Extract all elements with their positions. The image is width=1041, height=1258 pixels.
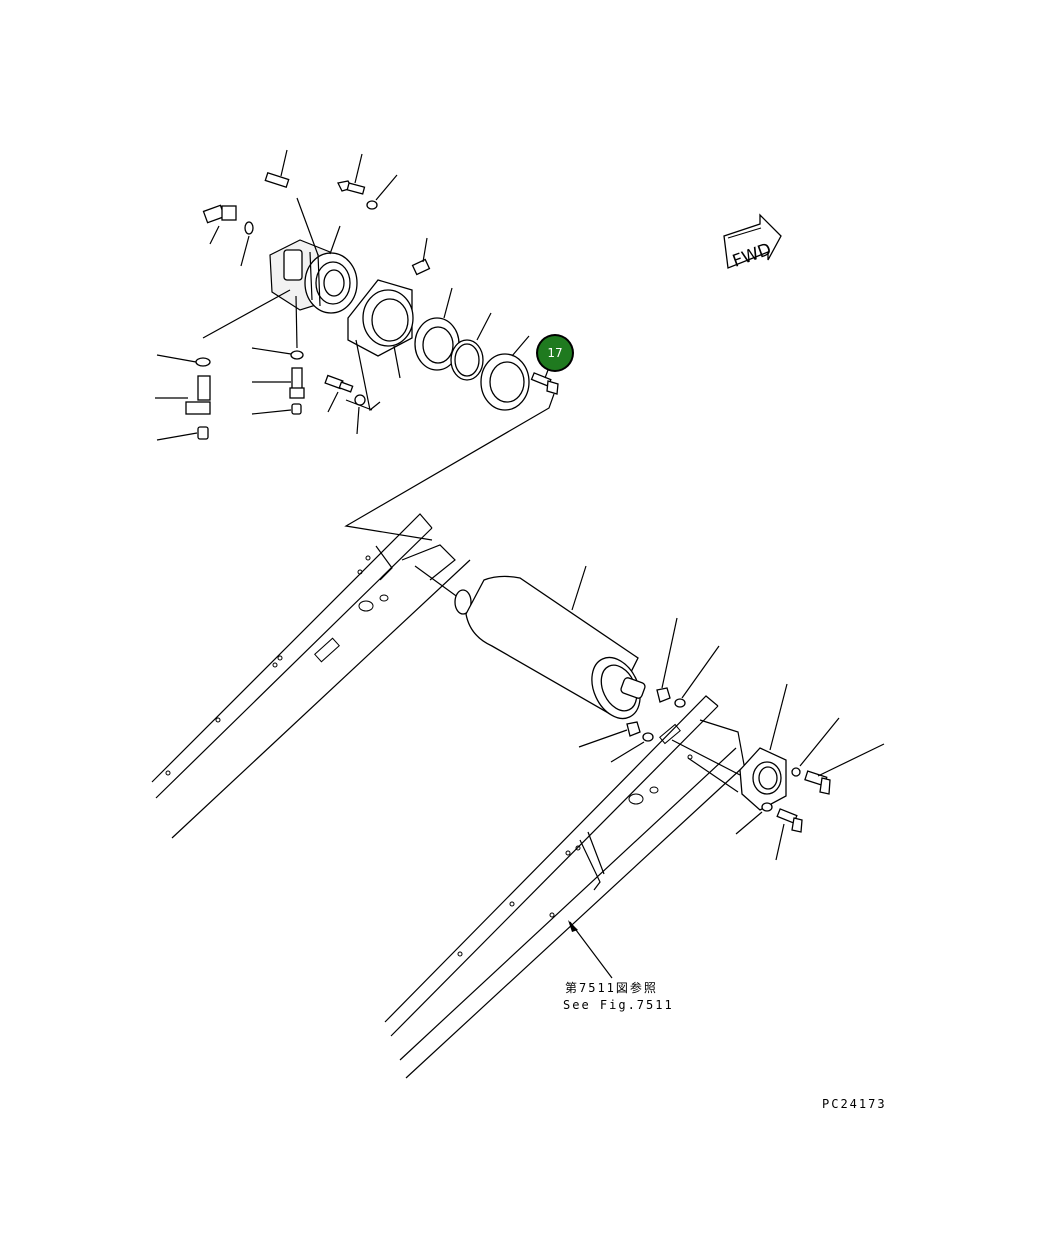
o-ring-large (450, 312, 492, 381)
travel-motor (269, 197, 358, 314)
callout-badge-17[interactable]: 17 (536, 334, 574, 379)
assembly-pointer-line (344, 393, 555, 541)
exploded-motor-assembly: 17 (155, 149, 574, 541)
grease-fitting (411, 237, 431, 276)
elbow-fitting (202, 204, 237, 245)
bearing-block (671, 683, 885, 861)
forward-arrow: FWD (723, 213, 782, 272)
track-frame (151, 513, 746, 1079)
roller-drum (414, 565, 646, 720)
roller-end-hardware (578, 617, 720, 763)
reference-arrow (568, 920, 613, 979)
bolt-washer-base (324, 374, 366, 435)
bolt-item-17 (530, 372, 559, 395)
reference-note-en: See Fig.7511 (563, 998, 674, 1012)
drawing-code: PC24173 (822, 1097, 887, 1111)
housing-flange (345, 279, 414, 412)
fitting-column-left (155, 354, 211, 441)
bolt-washer-top (337, 153, 398, 210)
retainer-plate (480, 335, 530, 411)
fitting-column-mid (251, 347, 305, 415)
reference-note-jp: 第7511図参照 (565, 980, 658, 995)
pin-part (264, 149, 290, 189)
callout-number: 17 (547, 346, 562, 360)
o-ring-small (244, 221, 254, 235)
